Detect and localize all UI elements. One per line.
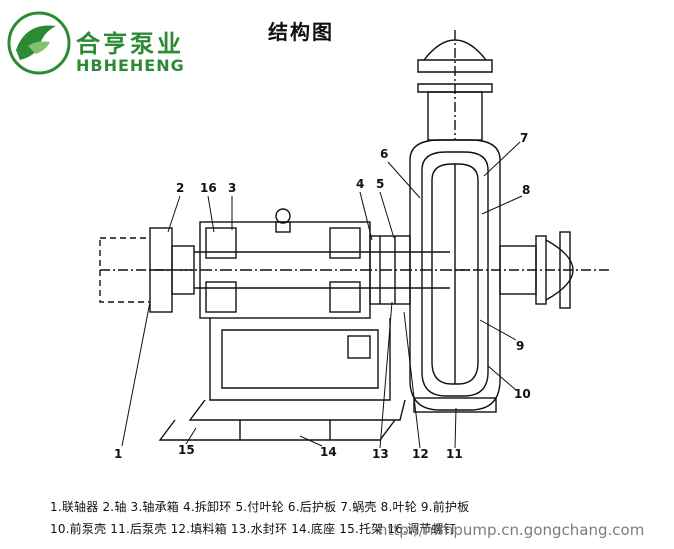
callout-10: 10 <box>514 387 531 401</box>
bracket-drawing <box>188 318 406 421</box>
brand-name-english: HBHEHENG <box>76 56 185 75</box>
watermark-url: http://hfmpump.cn.gongchang.com <box>378 521 645 539</box>
callout-8: 8 <box>522 183 531 197</box>
callout-leader-lines <box>121 141 523 449</box>
callout-4: 4 <box>356 177 365 191</box>
callout-7: 7 <box>520 131 529 145</box>
callout-11: 11 <box>446 447 463 461</box>
suction-pipe-drawing <box>455 231 610 309</box>
brand-name-chinese: 合亨泵业 <box>76 29 184 58</box>
diagram-title: 结构图 <box>268 20 334 44</box>
base-drawing <box>158 419 396 441</box>
callout-2: 2 <box>176 181 185 195</box>
callout-14: 14 <box>320 445 337 459</box>
callout-5: 5 <box>376 177 385 191</box>
coupling-drawing <box>99 227 195 313</box>
callout-6: 6 <box>380 147 389 161</box>
callout-13: 13 <box>372 447 389 461</box>
callout-12: 12 <box>412 447 429 461</box>
legend-line-1: 1.联轴器 2.轴 3.轴承箱 4.拆卸环 5.付叶轮 6.后护板 7.蜗壳 8… <box>50 500 470 514</box>
legend-line-2: 10.前泵壳 11.后泵壳 12.填料箱 13.水封环 14.底座 15.托架 … <box>50 522 456 536</box>
bearing-housing-drawing <box>180 208 470 319</box>
discharge-pipe-drawing <box>417 30 493 141</box>
callout-3: 3 <box>228 181 237 195</box>
pump-casing-drawing <box>409 139 501 413</box>
company-logo: 合亨泵业 HBHEHENG <box>6 10 196 76</box>
callout-16: 16 <box>200 181 217 195</box>
callout-9: 9 <box>516 339 525 353</box>
callout-1: 1 <box>114 447 123 461</box>
callout-15: 15 <box>178 443 195 457</box>
logo-emblem-icon <box>7 11 71 75</box>
